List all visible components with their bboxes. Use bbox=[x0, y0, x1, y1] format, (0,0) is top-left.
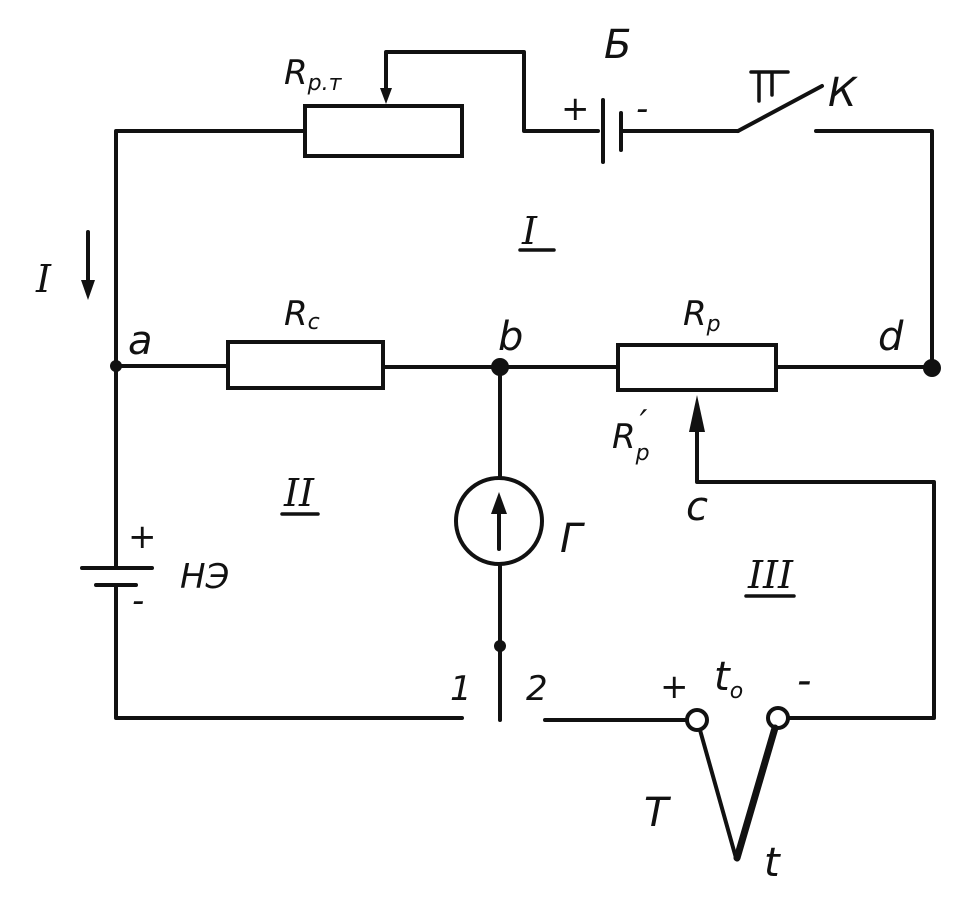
node-d-dot bbox=[923, 359, 941, 377]
wire-ne-bottom bbox=[114, 583, 464, 720]
label-node-a: a bbox=[128, 318, 153, 364]
current-arrow-head bbox=[81, 280, 95, 300]
label-key: К bbox=[828, 70, 858, 116]
galv-needle-head bbox=[491, 492, 507, 514]
label-thermo-minus: - bbox=[797, 658, 811, 704]
slider-c-arrow bbox=[689, 395, 705, 432]
label-battery: Б bbox=[604, 22, 631, 68]
resistor-rc bbox=[226, 340, 385, 390]
label-thermo-plus: + bbox=[660, 667, 689, 707]
resistor-rp bbox=[616, 343, 778, 392]
rheostat-slider-arrow bbox=[380, 88, 392, 104]
label-node-c: c bbox=[686, 484, 708, 530]
rheostat-rpt bbox=[303, 104, 464, 158]
thermo-terminal-plus bbox=[685, 708, 709, 732]
thermocouple-right-leg bbox=[733, 724, 779, 862]
rheostat-slider-wire bbox=[384, 50, 600, 133]
key-mark bbox=[749, 70, 790, 103]
label-t0: to bbox=[714, 654, 743, 704]
key-lever bbox=[736, 84, 824, 133]
label-battery-minus: - bbox=[636, 89, 648, 129]
wire-left-top bbox=[114, 129, 307, 368]
wire-c-right bbox=[695, 418, 936, 720]
label-rpt: Rp.т bbox=[284, 53, 343, 96]
label-battery-plus: + bbox=[561, 89, 590, 129]
thermo-terminal-minus bbox=[766, 706, 790, 730]
label-rp: Rp bbox=[683, 294, 721, 337]
wire-key-right bbox=[814, 129, 934, 369]
label-current: I bbox=[35, 257, 52, 301]
label-terminal-1: 1 bbox=[450, 669, 472, 709]
label-galvanometer: Г bbox=[560, 516, 585, 562]
label-loop-one: I bbox=[521, 209, 538, 253]
label-norm-cell: НЭ bbox=[180, 557, 229, 597]
label-ne-minus: - bbox=[132, 581, 144, 621]
label-loop-two: II bbox=[283, 471, 315, 515]
label-rp-prime: Rp′ bbox=[612, 403, 650, 466]
terminal-dot bbox=[494, 640, 506, 652]
thermocouple-left-leg bbox=[698, 728, 738, 860]
label-ne-plus: + bbox=[128, 517, 157, 557]
label-node-b: b bbox=[498, 314, 523, 360]
label-node-d: d bbox=[878, 314, 904, 360]
label-T: T bbox=[644, 790, 672, 836]
label-t-hot: t bbox=[764, 840, 781, 886]
label-loop-three: III bbox=[747, 553, 794, 597]
label-rc: Rc bbox=[284, 294, 320, 335]
label-terminal-2: 2 bbox=[526, 669, 548, 709]
